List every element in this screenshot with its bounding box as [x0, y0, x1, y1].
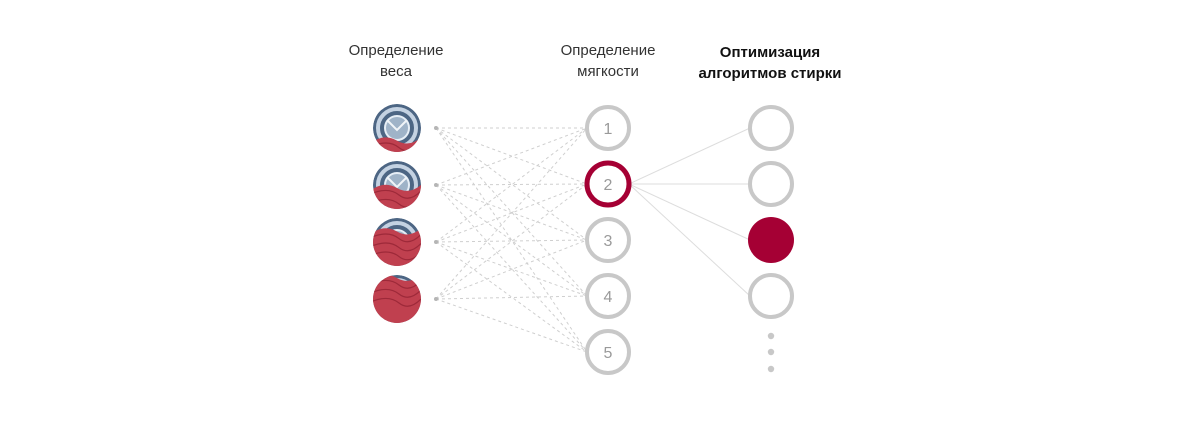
softness-node-label: 4: [604, 289, 613, 306]
input-connections: [435, 127, 588, 353]
ellipsis-dot: [767, 365, 775, 373]
softness-node-label: 1: [604, 121, 613, 138]
algorithm-node: [748, 161, 794, 207]
input-connection-line: [435, 184, 588, 297]
output-connection-line: [628, 183, 751, 241]
softness-node: 1: [585, 105, 631, 151]
weight-node: [373, 161, 421, 209]
softness-node: 5: [585, 329, 631, 375]
column-title-softness-line2: мягкости: [577, 63, 639, 80]
column-title-weight-line1: Определение: [348, 42, 444, 59]
input-connection-line: [435, 239, 588, 243]
input-connection-line: [435, 127, 588, 300]
algorithm-node: [748, 273, 794, 319]
column-title-softness: Определение мягкости: [508, 40, 708, 82]
input-connection-line: [435, 183, 588, 300]
weight-connector-dot: [434, 183, 438, 187]
input-connection-line: [435, 183, 588, 186]
input-connection-line: [435, 298, 588, 353]
input-connection-line: [435, 184, 588, 241]
input-connection-line: [435, 241, 588, 297]
ellipsis-dot: [767, 332, 775, 340]
softness-node-label: 2: [604, 177, 613, 194]
algorithm-node-selected: [748, 217, 794, 263]
input-connection-line: [435, 127, 588, 297]
output-connection-line: [628, 183, 751, 297]
input-connection-line: [435, 295, 588, 300]
softness-node-label: 5: [604, 345, 613, 362]
algorithm-node: [748, 105, 794, 151]
softness-node: 2: [584, 160, 632, 208]
algorithm-nodes: [748, 105, 794, 319]
input-connection-line: [435, 127, 588, 186]
weight-node: [373, 104, 421, 152]
weight-connector-dot: [434, 240, 438, 244]
weight-node: [373, 275, 421, 323]
output-connection-line: [628, 127, 751, 185]
weight-node: [373, 218, 421, 266]
softness-node: 4: [585, 273, 631, 319]
softness-node-label: 3: [604, 233, 613, 250]
column-title-optimization-line1: Оптимизация: [719, 44, 821, 61]
column-title-weight: Определение веса: [296, 40, 496, 82]
input-connection-line: [435, 127, 588, 243]
input-connection-line: [435, 127, 588, 241]
weight-connector-dot: [434, 126, 438, 130]
more-icon: [767, 332, 775, 373]
weight-connector-dot: [434, 297, 438, 301]
softness-node: 3: [585, 217, 631, 263]
column-title-optimization-line2: алгоритмов стирки: [698, 65, 842, 82]
column-title-weight-line2: веса: [380, 63, 412, 80]
output-connections: [628, 127, 751, 297]
input-connection-line: [435, 184, 588, 353]
column-title-softness-line1: Определение: [560, 42, 656, 59]
input-connection-line: [435, 241, 588, 353]
ellipsis-dot: [767, 348, 775, 356]
weight-nodes: [373, 104, 438, 323]
column-title-optimization: Оптимизация алгоритмов стирки: [670, 42, 870, 84]
softness-nodes: 1 2 3 4 5: [584, 105, 632, 375]
